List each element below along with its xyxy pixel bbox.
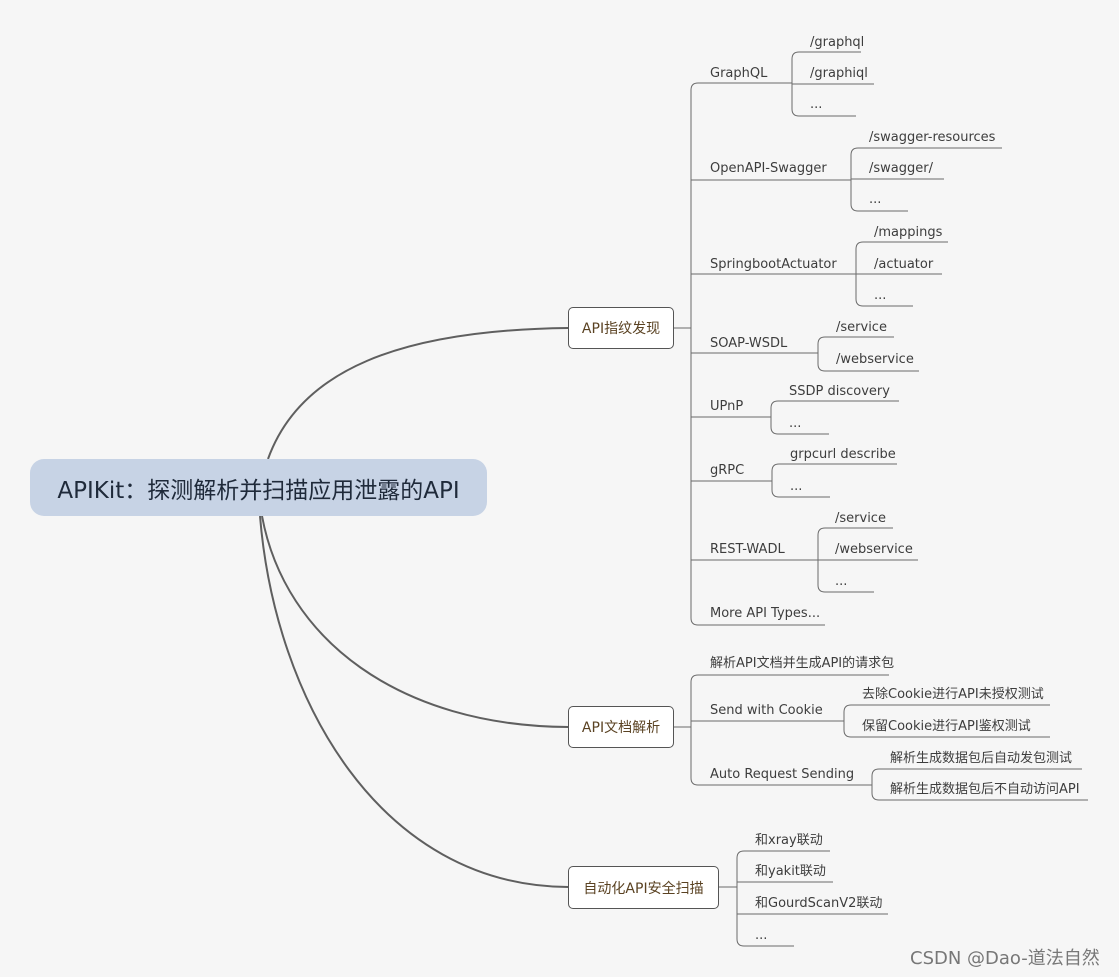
leaf-actuator[interactable]: /actuator [874,257,934,272]
connector-docparse-spine [673,674,889,786]
connector-root-docparse [261,515,569,728]
leaf-scan-more[interactable]: ... [755,928,768,943]
leaf-remove-cookie-test[interactable]: 去除Cookie进行API未授权测试 [862,687,1044,702]
node-grpc[interactable]: gRPC [710,463,745,478]
connector-upnp-items [770,400,899,435]
node-graphql[interactable]: GraphQL [710,66,768,81]
leaf-upnp-more[interactable]: ... [789,416,802,431]
connector-root-fingerprint [267,327,569,460]
branch-api-scan[interactable]: 自动化API安全扫描 [568,866,719,909]
leaf-graphiql-path[interactable]: /graphiql [810,66,868,81]
connector-auto-items [871,768,1088,801]
node-generate-requests[interactable]: 解析API文档并生成API的请求包 [710,656,895,671]
connector-scan-spine [718,850,888,947]
csdn-watermark: CSDN @Dao-道法自然 [910,948,1100,969]
root-topic[interactable]: APIKit：探测解析并扫描应用泄露的API [30,459,487,516]
leaf-auto-send-test[interactable]: 解析生成数据包后自动发包测试 [890,751,1073,766]
leaf-keep-cookie-test[interactable]: 保留Cookie进行API鉴权测试 [862,719,1031,734]
leaf-yakit-integration[interactable]: 和yakit联动 [755,864,826,879]
leaf-mappings[interactable]: /mappings [874,225,943,240]
leaf-gourdscan-integration[interactable]: 和GourdScanV2联动 [755,896,883,911]
leaf-no-auto-access[interactable]: 解析生成数据包后不自动访问API [890,782,1080,797]
leaf-swagger[interactable]: /swagger/ [869,161,933,176]
connector-openapi-items [850,147,1002,212]
connector-fingerprint-spine [673,82,699,626]
leaf-graphql-path[interactable]: /graphql [810,35,865,50]
node-upnp[interactable]: UPnP [710,399,744,414]
node-auto-request-sending[interactable]: Auto Request Sending [710,767,855,782]
leaf-xray-integration[interactable]: 和xray联动 [755,833,823,848]
connector-graphql-items [791,51,874,117]
leaf-springboot-more[interactable]: ... [874,288,887,303]
connector-root-scan [259,515,569,888]
connector-soap-items [817,336,919,372]
connector-rest-items [817,527,918,593]
leaf-rest-more[interactable]: ... [835,574,848,589]
leaf-grpc-more[interactable]: ... [790,479,803,494]
leaf-ssdp-discovery[interactable]: SSDP discovery [789,384,890,399]
leaf-graphql-more[interactable]: ... [810,97,823,112]
connector-springboot-items [855,241,948,307]
leaf-grpcurl-describe[interactable]: grpcurl describe [790,447,896,462]
leaf-rest-webservice[interactable]: /webservice [835,542,913,557]
leaf-soap-service[interactable]: /service [836,320,887,335]
connector-fingerprint-leaves [691,179,856,626]
branch-api-doc-parse[interactable]: API文档解析 [568,706,674,748]
leaf-rest-service[interactable]: /service [835,511,886,526]
node-rest-wadl[interactable]: REST-WADL [710,542,785,557]
node-send-with-cookie[interactable]: Send with Cookie [710,703,823,718]
connector-cookie-items [843,704,1050,738]
node-soap-wsdl[interactable]: SOAP-WSDL [710,336,788,351]
connector-grpc-items [771,463,897,498]
node-more-api-types[interactable]: More API Types... [710,606,821,621]
leaf-soap-webservice[interactable]: /webservice [836,352,914,367]
leaf-swagger-resources[interactable]: /swagger-resources [869,130,996,145]
node-openapi-swagger[interactable]: OpenAPI-Swagger [710,161,827,176]
leaf-openapi-more[interactable]: ... [869,192,882,207]
branch-api-fingerprint[interactable]: API指纹发现 [568,307,674,349]
node-springboot-actuator[interactable]: SpringbootActuator [710,257,837,272]
